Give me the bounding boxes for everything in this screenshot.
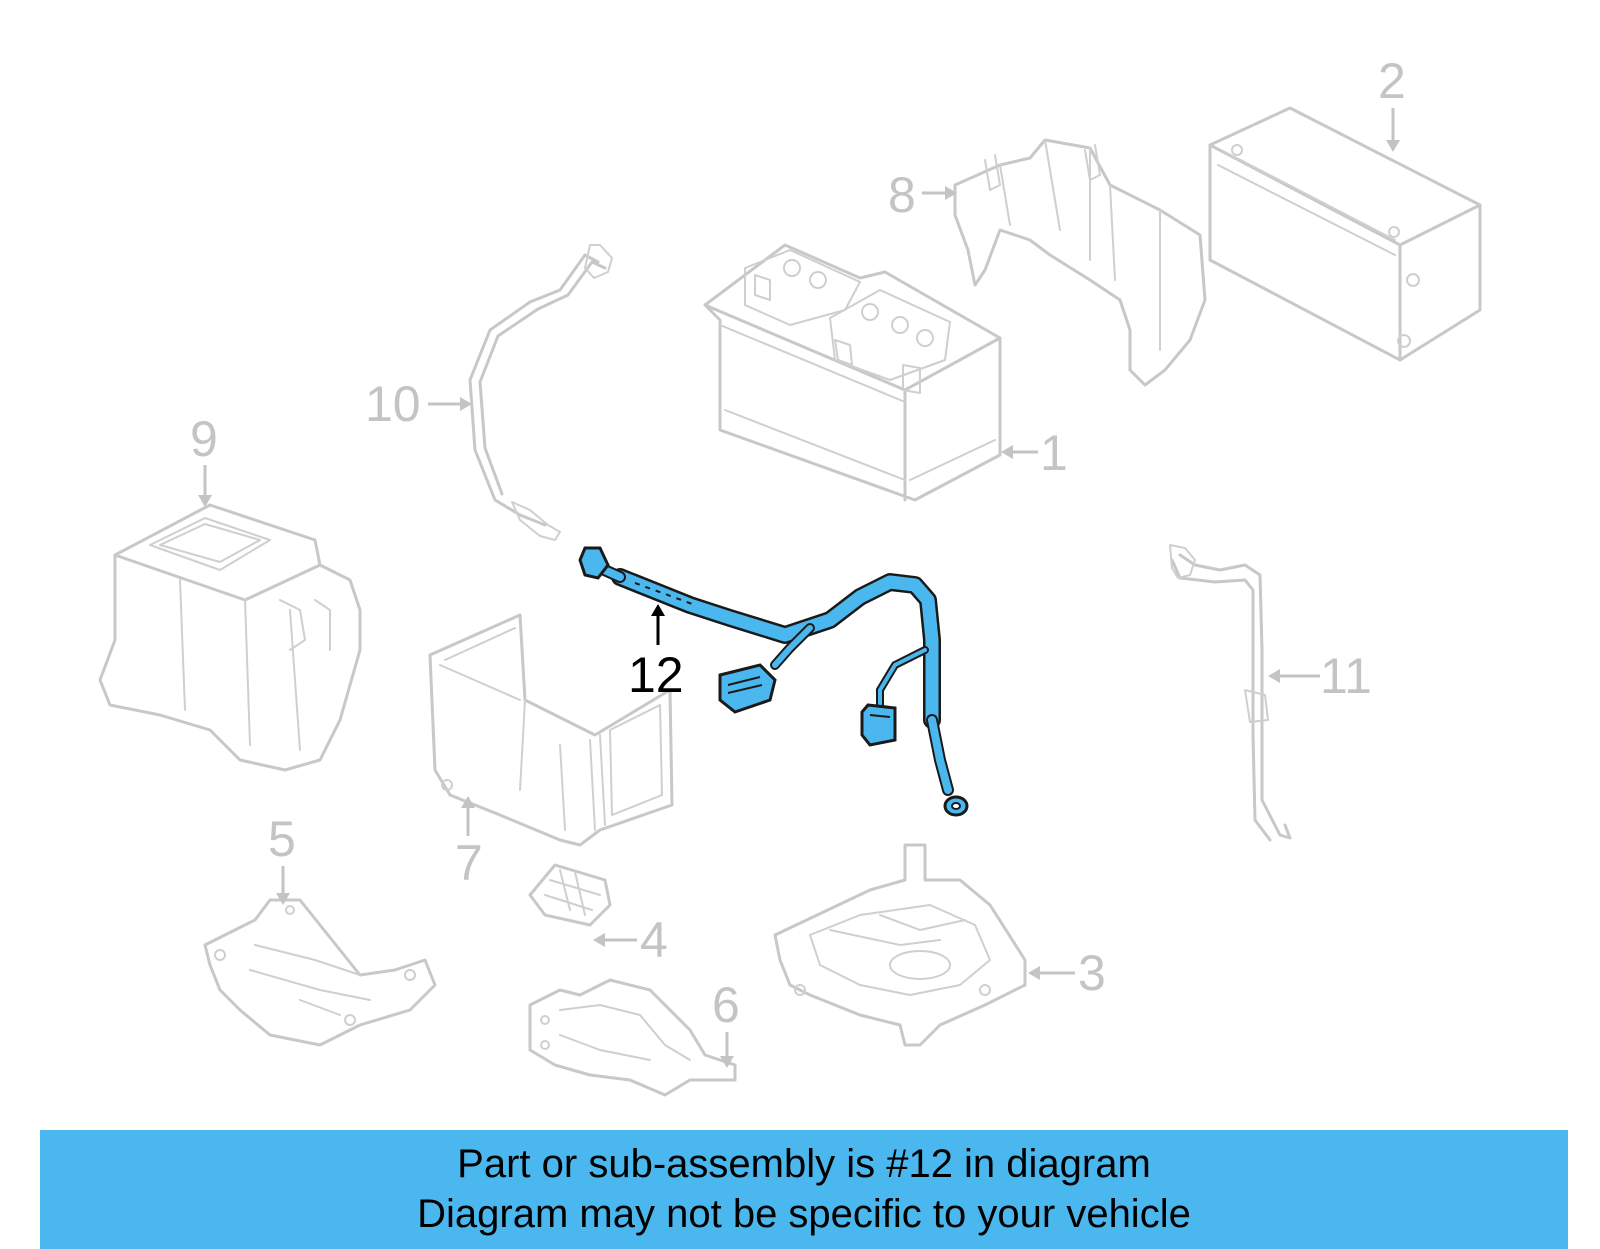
part-4-pad[interactable] [528,863,612,927]
callout-label-10: 10 [365,376,421,432]
leader-9-arrow [198,495,212,507]
part-8-battery-cover[interactable] [953,138,1207,387]
part-5-bracket[interactable] [203,898,437,1047]
leader-6-arrow [720,1056,734,1068]
leader-8-arrow [945,186,957,200]
callout-label-8: 8 [888,167,916,223]
leader-11-arrow [1268,669,1280,683]
callouts: 2 8 10 1 9 11 5 7 4 3 6 [190,53,1406,1068]
leader-10-arrow [460,397,472,411]
part-10-cable[interactable] [468,244,613,541]
leader-5-arrow [276,893,290,905]
callout-label-4: 4 [640,912,668,968]
callout-label-3: 3 [1078,945,1106,1001]
callout-label-9: 9 [190,411,218,467]
part-6-holder[interactable] [528,978,737,1097]
part-12-cable-harness[interactable] [578,546,969,817]
callout-label-12: 12 [628,647,684,703]
leader-1-arrow [1001,445,1013,459]
part-1-battery[interactable] [703,243,1002,502]
callout-label-5: 5 [268,811,296,867]
banner-part-note: Part or sub-assembly is #12 in diagram [457,1142,1151,1186]
leader-12-arrow [651,604,665,616]
part-11-cable[interactable] [1169,544,1292,842]
callout-label-1: 1 [1040,425,1068,481]
part-2-battery-large[interactable] [1208,106,1482,362]
leader-7-arrow [461,796,475,808]
callout-label-6: 6 [712,977,740,1033]
callout-label-2: 2 [1378,53,1406,109]
part-9-battery-box[interactable] [98,503,362,772]
leader-4-arrow [593,933,605,947]
callout-12: 12 [628,604,684,703]
leader-3-arrow [1028,966,1040,980]
callout-label-11: 11 [1320,648,1372,704]
part-3-tray-base[interactable] [773,843,1027,1047]
part-7-battery-tray[interactable] [428,613,674,847]
info-banner: Part or sub-assembly is #12 in diagram D… [40,1130,1568,1249]
banner-disclaimer: Diagram may not be specific to your vehi… [417,1192,1191,1236]
callout-label-7: 7 [455,835,483,891]
leader-2-arrow [1386,140,1400,152]
